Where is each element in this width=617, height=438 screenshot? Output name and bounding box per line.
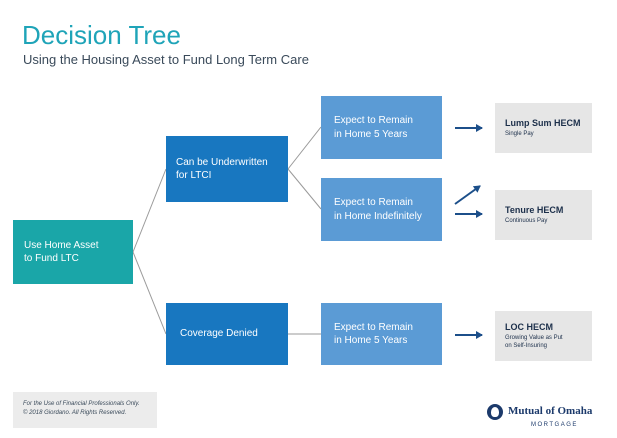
connector-underwritten-remain5: [287, 126, 322, 170]
page-subtitle: Using the Housing Asset to Fund Long Ter…: [23, 52, 309, 67]
node-remain-5-years-bottom: Expect to Remain in Home 5 Years: [321, 303, 442, 365]
node-use-home-asset: Use Home Asset to Fund LTC: [13, 220, 133, 284]
disclaimer-line-2: © 2018 Giordano. All Rights Reserved.: [23, 409, 127, 416]
node-remain-5-years-top-label: Expect to Remain in Home 5 Years: [334, 115, 413, 140]
outcome-tenure-hecm: Tenure HECM Continuous Pay: [495, 190, 592, 240]
node-can-be-underwritten-label: Can be Underwritten for LTCI: [176, 156, 268, 182]
logo-name: Mutual of Omaha: [508, 405, 593, 417]
logo-subtitle: MORTGAGE: [531, 422, 578, 428]
node-remain-indefinitely: Expect to Remain in Home Indefinitely: [321, 178, 442, 241]
disclaimer-box: For the Use of Financial Professionals O…: [13, 392, 157, 428]
indian-head-icon: [487, 404, 503, 420]
outcome-loc-subtitle: Growing Value as Put on Self-Insuring: [505, 334, 563, 349]
connector-root-underwritten: [132, 168, 167, 253]
outcome-loc-hecm: LOC HECM Growing Value as Put on Self-In…: [495, 311, 592, 361]
node-remain-5-years-bottom-label: Expect to Remain in Home 5 Years: [334, 321, 413, 347]
outcome-loc-title: LOC HECM: [505, 321, 553, 332]
connector-root-denied: [132, 251, 167, 335]
node-remain-5-years-top: Expect to Remain in Home 5 Years: [321, 96, 442, 159]
node-use-home-asset-label: Use Home Asset to Fund LTC: [24, 239, 99, 265]
node-remain-indefinitely-label: Expect to Remain in Home Indefinitely: [334, 197, 422, 222]
node-coverage-denied: Coverage Denied: [166, 303, 288, 365]
node-can-be-underwritten: Can be Underwritten for LTCI: [166, 136, 288, 202]
outcome-tenure-subtitle: Continuous Pay: [505, 217, 548, 224]
outcome-lump-sum-title: Lump Sum HECM: [505, 117, 581, 128]
outcome-lump-sum-hecm: Lump Sum HECM Single Pay: [495, 103, 592, 153]
arrow-indefinitely-to-lump-sum: [454, 185, 481, 205]
outcome-tenure-title: Tenure HECM: [505, 204, 564, 215]
disclaimer-line-1: For the Use of Financial Professionals O…: [23, 401, 140, 407]
mutual-of-omaha-logo: Mutual of Omaha MORTGAGE: [487, 404, 605, 434]
connector-underwritten-indefinitely: [287, 168, 322, 210]
page-title: Decision Tree: [22, 20, 181, 50]
outcome-lump-sum-subtitle: Single Pay: [505, 130, 534, 137]
node-coverage-denied-label: Coverage Denied: [180, 328, 258, 340]
